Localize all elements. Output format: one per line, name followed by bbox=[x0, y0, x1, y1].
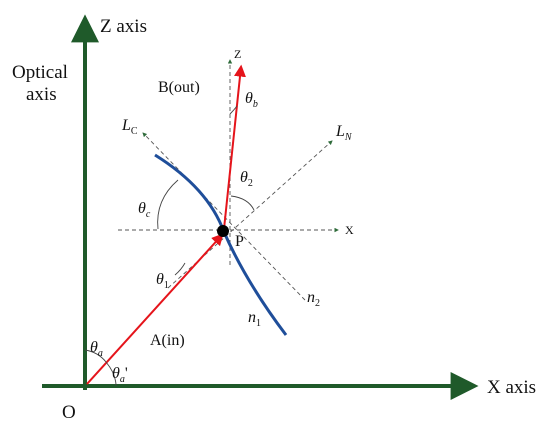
point-p-label: P bbox=[235, 233, 244, 250]
a-in-label: A(in) bbox=[150, 332, 185, 349]
origin-label: O bbox=[62, 402, 76, 423]
z-axis-label: Z axis bbox=[100, 16, 147, 37]
arc-theta-a-prime bbox=[105, 361, 117, 387]
tangent-line-lc bbox=[142, 132, 306, 301]
theta-c-label: θc bbox=[138, 200, 151, 220]
arc-theta-1 bbox=[174, 262, 186, 276]
ln-label: LN bbox=[335, 123, 353, 143]
normal-line-ln bbox=[167, 140, 333, 289]
theta-a-prime-label: θa' bbox=[112, 365, 128, 385]
n1-label: n1 bbox=[248, 309, 261, 329]
local-x-label: X bbox=[345, 223, 354, 237]
theta-2-label: θ2 bbox=[240, 169, 253, 189]
n2-label: n2 bbox=[307, 289, 320, 309]
b-out-label: B(out) bbox=[158, 79, 200, 96]
point-p-marker bbox=[217, 225, 229, 237]
arc-theta-2 bbox=[230, 195, 255, 211]
theta-1-label: θ1 bbox=[156, 271, 169, 291]
incident-ray-a bbox=[86, 233, 224, 385]
optical-axis-label-line1: Optical bbox=[12, 62, 68, 83]
theta-a-label: θa bbox=[90, 339, 103, 359]
arc-theta-c bbox=[157, 179, 179, 230]
interface-curve bbox=[154, 153, 288, 336]
theta-b-label: θb bbox=[245, 90, 258, 110]
lc-label: LC bbox=[121, 117, 138, 137]
arc-theta-b bbox=[229, 105, 238, 115]
arc-theta-a bbox=[84, 349, 107, 363]
x-axis-label: X axis bbox=[487, 377, 536, 398]
local-z-label: Z bbox=[234, 47, 241, 61]
refracted-ray-b bbox=[223, 64, 246, 230]
optical-axis-label-line2: axis bbox=[26, 84, 57, 105]
